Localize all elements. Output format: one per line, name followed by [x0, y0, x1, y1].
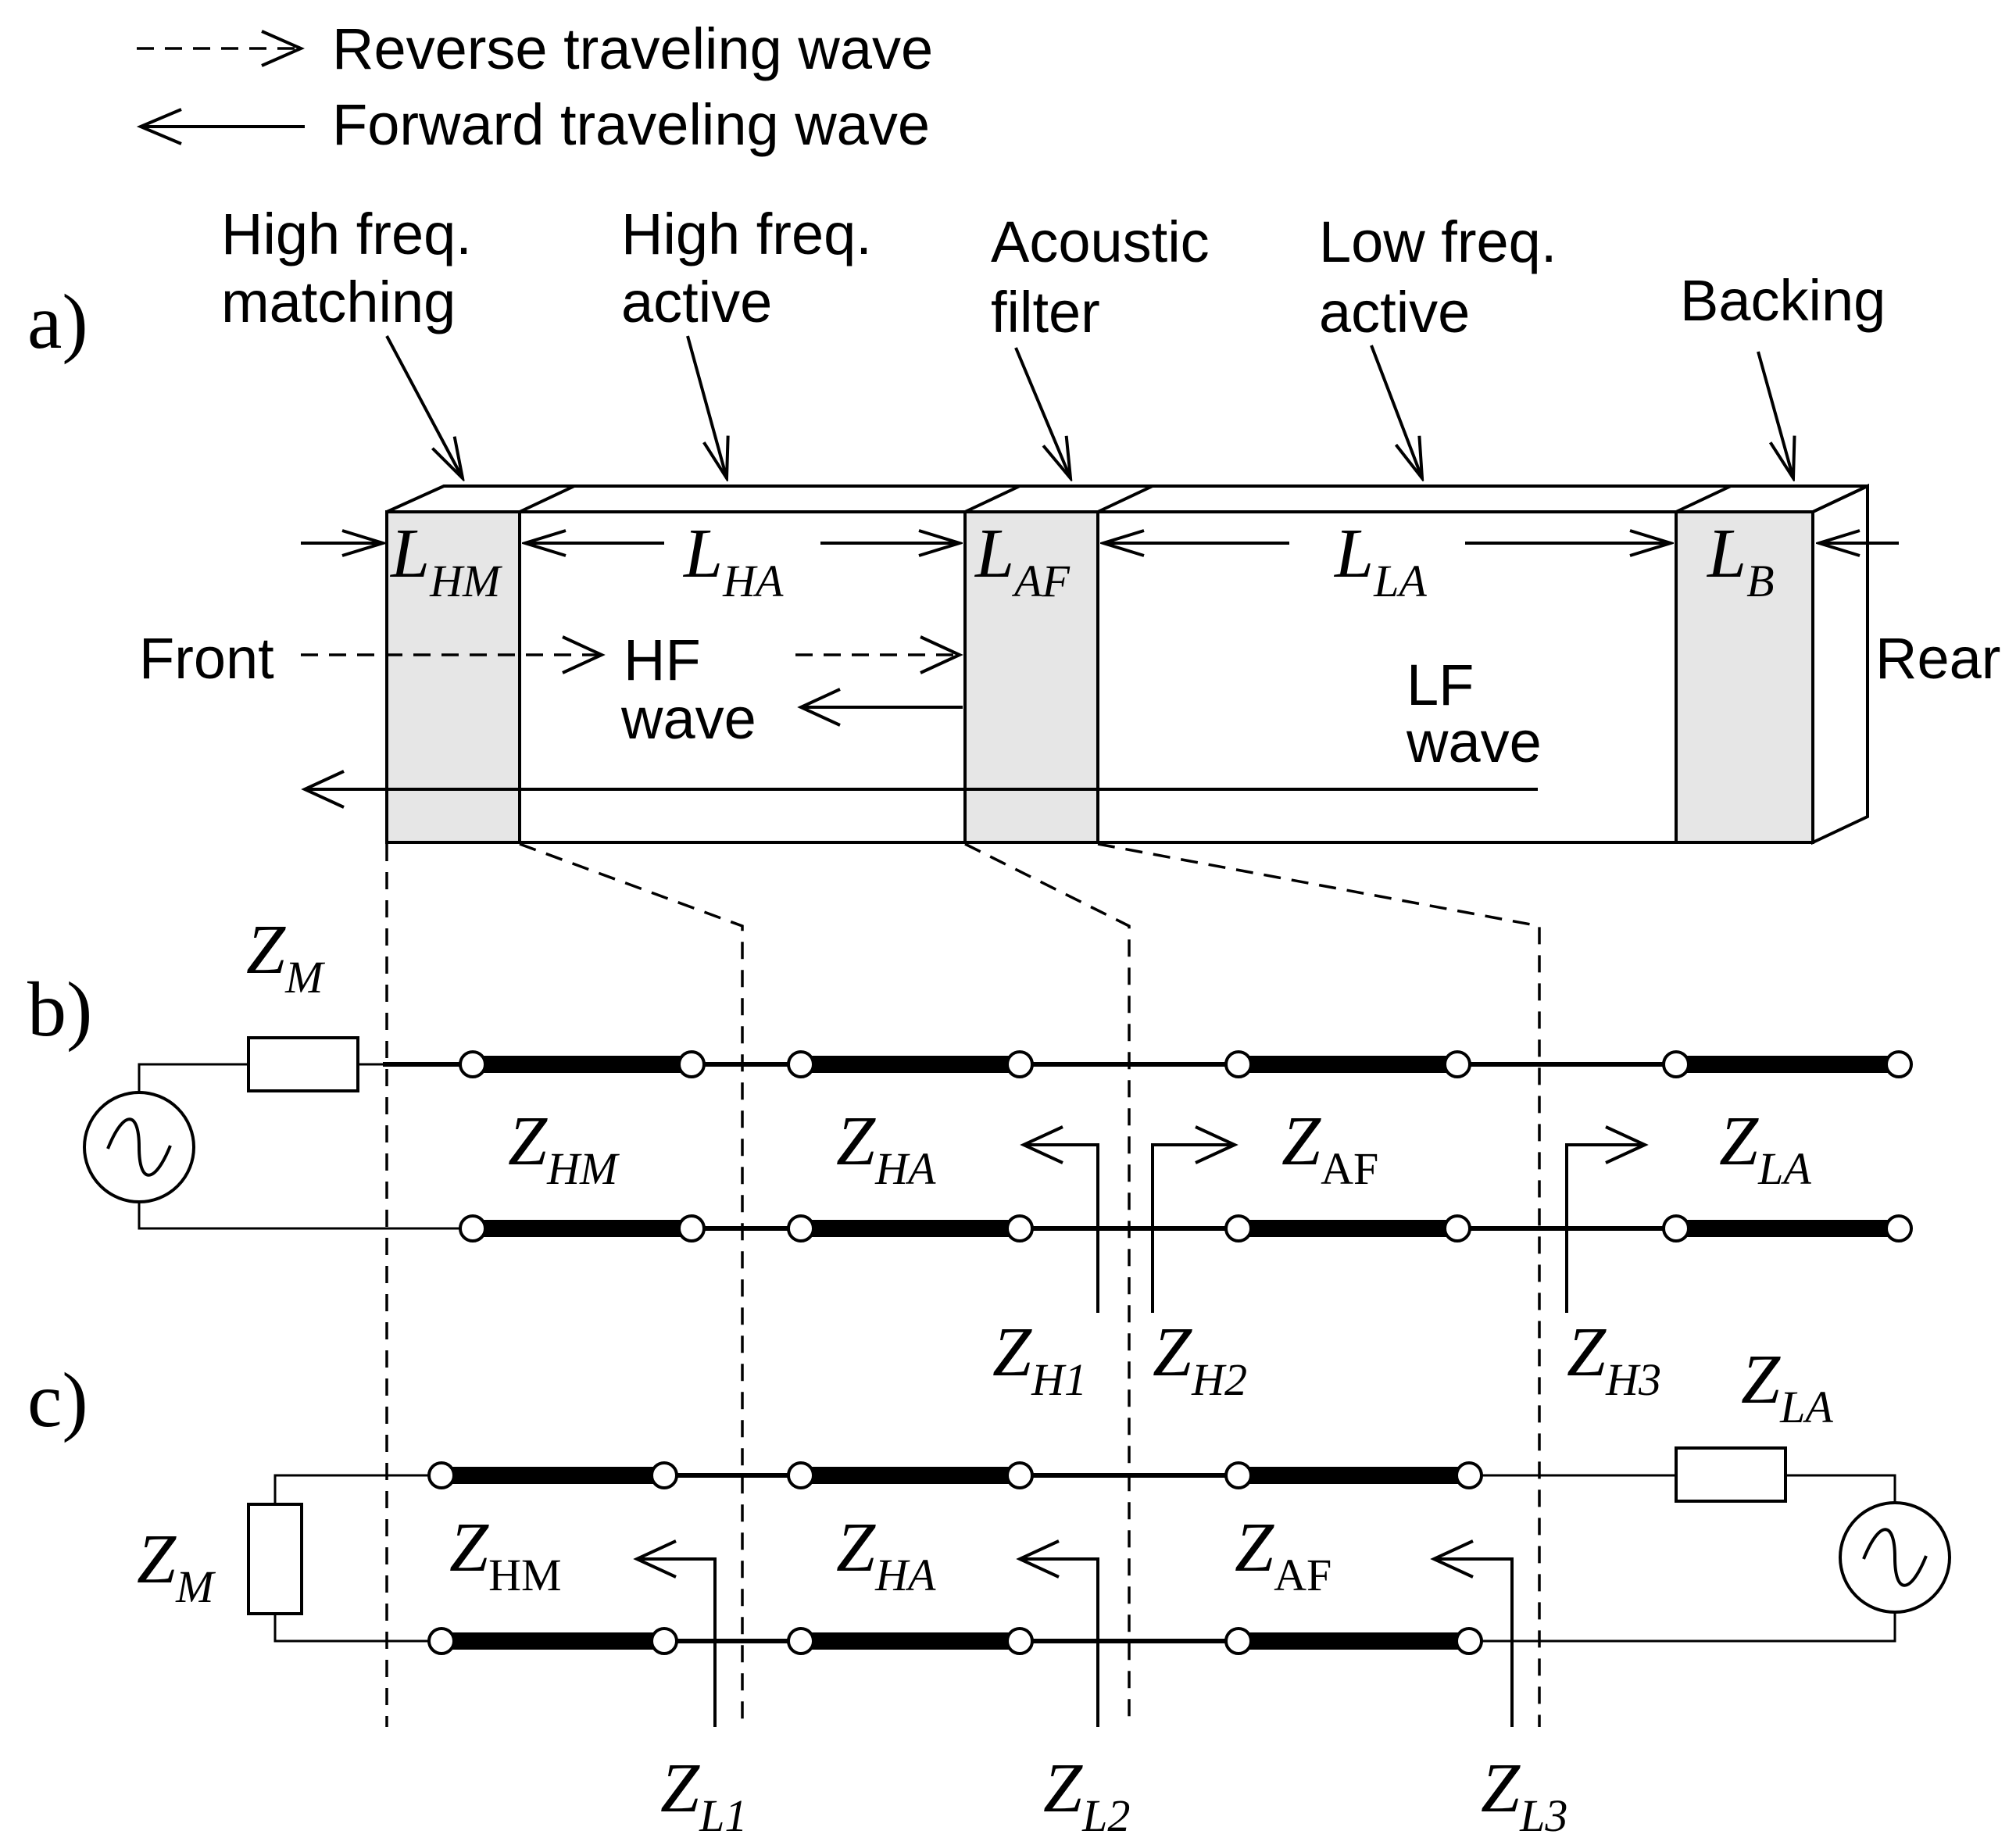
lf-label-line1: LF: [1407, 653, 1474, 717]
circuit-c: ZM ZLA ZHM ZHA ZAF: [137, 1341, 1951, 1841]
ha-pointer-arrow: [686, 335, 727, 478]
lf-label-line2: wave: [1406, 710, 1542, 774]
layer-labels: High freq. matching High freq. active Ac…: [221, 202, 1886, 478]
legend: Reverse traveling wave Forward traveling…: [136, 16, 933, 157]
panel-a-label: a): [27, 278, 88, 365]
zla-label-b: ZLA: [1719, 1103, 1811, 1194]
zl3-label: ZL3: [1481, 1750, 1567, 1841]
circuit-b: ZM ZHM ZHA ZAF: [83, 911, 1913, 1405]
zla-resistor-c: [1675, 1446, 1787, 1503]
length-hm: LHM: [389, 515, 502, 606]
layer-stack: [385, 483, 1869, 846]
rear-label: Rear: [1875, 626, 2000, 691]
zm-resistor-c: [247, 1503, 303, 1615]
panel-c-label: c): [27, 1357, 88, 1443]
tl-nodes-b: [459, 1050, 1913, 1243]
zl1-probe: [637, 1557, 717, 1727]
stack-right-face: [1811, 483, 1869, 846]
ha-label-line2: active: [621, 270, 772, 334]
zha-label-c: ZHA: [836, 1509, 936, 1600]
zm-resistor-b: [247, 1036, 359, 1092]
panel-b-label: b): [27, 966, 92, 1053]
af-label-line1: Acoustic: [991, 209, 1210, 274]
zha-label-b: ZHA: [836, 1103, 936, 1194]
af-pointer-arrow: [1014, 347, 1071, 478]
zh1-probe: [1024, 1143, 1099, 1313]
hm-pointer-arrow: [385, 335, 463, 478]
reverse-wave-legend-arrowhead: [261, 30, 305, 67]
legend-forward-label: Forward traveling wave: [332, 92, 930, 157]
la-pointer-arrow: [1370, 345, 1422, 478]
hm-label-line2: matching: [221, 270, 456, 334]
backing-pointer-arrow: [1757, 351, 1793, 478]
zl3-probe: [1434, 1557, 1514, 1727]
zla-label-c: ZLA: [1741, 1341, 1833, 1432]
hf-label-line1: HF: [624, 628, 701, 692]
tl-nodes-c: [427, 1461, 1483, 1655]
stack-front-face: [385, 510, 1814, 844]
zaf-label-c: ZAF: [1235, 1509, 1331, 1600]
backing-label: Backing: [1680, 268, 1886, 333]
af-label-line2: filter: [991, 280, 1100, 345]
backing-layer: [1675, 510, 1814, 844]
front-label: Front: [139, 626, 274, 691]
length-af: LAF: [974, 515, 1070, 606]
wave-arrows: Front Rear HF wave LF wave: [139, 626, 2000, 809]
sine-wave-icon-c: [1862, 1528, 1928, 1587]
zh1-label: ZH1: [992, 1314, 1087, 1405]
zhm-label-c: ZHM: [449, 1509, 562, 1600]
length-ha: LHA: [682, 515, 784, 606]
projection-lines: [385, 842, 1541, 1727]
zm-label-c: ZM: [137, 1521, 216, 1612]
length-b: LB: [1706, 515, 1775, 606]
length-la: LLA: [1333, 515, 1427, 606]
hm-label-line1: High freq.: [221, 202, 472, 266]
length-dimensions: LHM LHA LAF LLA LB: [301, 515, 1899, 606]
la-label-line2: active: [1319, 280, 1470, 345]
zh3-probe: [1565, 1143, 1645, 1313]
zh2-label: ZH2: [1153, 1314, 1247, 1405]
zaf-label-b: ZAF: [1281, 1103, 1378, 1194]
hf-label-line2: wave: [620, 686, 756, 751]
acoustic-filter-layer: [963, 510, 1099, 844]
zh2-probe: [1151, 1143, 1235, 1313]
zm-label-b: ZM: [246, 911, 325, 1003]
sine-wave-icon: [106, 1117, 172, 1177]
zl2-label: ZL2: [1043, 1750, 1130, 1841]
forward-wave-legend-arrowhead: [136, 108, 182, 145]
legend-reverse-label: Reverse traveling wave: [332, 16, 933, 81]
zh3-label: ZH3: [1567, 1314, 1661, 1405]
zhm-label-b: ZHM: [508, 1103, 620, 1194]
zl1-label: ZL1: [660, 1750, 747, 1841]
zl2-probe: [1020, 1557, 1099, 1727]
la-label-line1: Low freq.: [1319, 209, 1557, 274]
ha-label-line1: High freq.: [621, 202, 872, 266]
high-freq-matching-layer: [385, 510, 521, 844]
